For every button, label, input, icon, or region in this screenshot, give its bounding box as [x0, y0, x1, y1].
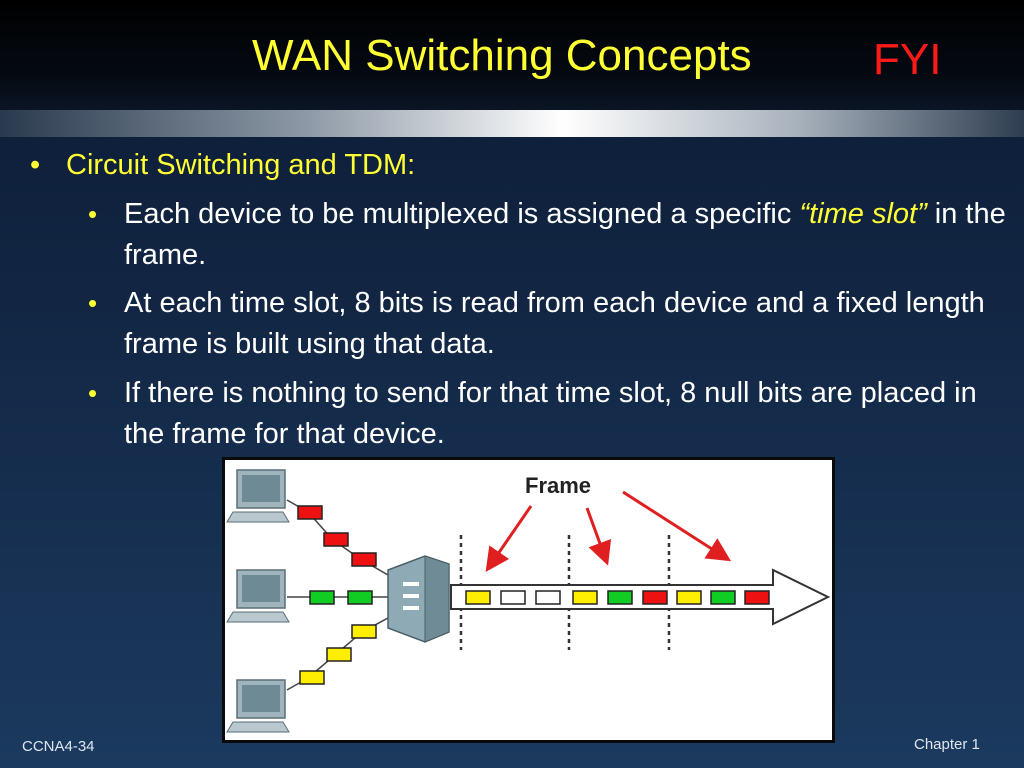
fyi-tag: FYI [873, 35, 942, 84]
slot-yellow [676, 590, 702, 605]
packet-red [297, 505, 323, 520]
packet-green [347, 590, 373, 605]
slot-yellow [465, 590, 491, 605]
sub-bullet-null-bits: • If there is nothing to send for that t… [88, 373, 1006, 455]
tdm-diagram-svg: Frame [226, 469, 831, 733]
sub-bullet-text: If there is nothing to send for that tim… [124, 377, 977, 450]
bullet-circuit-switching: • Circuit Switching and TDM: [30, 147, 415, 183]
bullet-dot: • [88, 199, 98, 229]
slot-green [710, 590, 736, 605]
sub-bullet-text: Each device to be multiplexed is assigne… [124, 198, 1006, 271]
sub-bullet-time-slot: • Each device to be multiplexed is assig… [88, 194, 1006, 276]
slide-title: WAN Switching Concepts [252, 31, 752, 80]
frame-arrow-right [622, 490, 732, 562]
slide-header: WAN Switching Concepts FYI [0, 0, 1024, 110]
multiplexer-icon [387, 555, 450, 643]
slot-yellow [572, 590, 598, 605]
bullet-dot: • [88, 288, 98, 318]
packet-red [351, 552, 377, 567]
bullet-text: Circuit Switching and TDM: [66, 149, 416, 181]
slot-red [642, 590, 668, 605]
slot-red [744, 590, 770, 605]
frame-slots [465, 590, 770, 605]
packet-yellow [299, 670, 325, 685]
frame-arrow-left [485, 505, 533, 572]
header-divider-band [0, 110, 1024, 137]
packet-yellow [351, 624, 377, 639]
arrow-icon [450, 568, 831, 626]
computer-icon [226, 679, 290, 733]
slot-empty [500, 590, 526, 605]
bullet-dot: • [30, 149, 41, 181]
packet-green [309, 590, 335, 605]
sub-bullet-eight-bits: • At each time slot, 8 bits is read from… [88, 283, 1006, 365]
footer-slide-id: CCNA4-34 [22, 738, 95, 755]
slot-empty [535, 590, 561, 605]
packet-yellow [326, 647, 352, 662]
footer-chapter: Chapter 1 [914, 736, 980, 753]
computer-icon [226, 469, 290, 523]
frame-label: Frame [525, 473, 591, 498]
bullet-dot: • [88, 378, 98, 408]
computer-icon [226, 569, 290, 623]
slot-green [607, 590, 633, 605]
frame-arrow-middle [585, 507, 612, 566]
sub-bullet-text: At each time slot, 8 bits is read from e… [124, 287, 985, 360]
tdm-diagram: Frame [222, 457, 835, 743]
time-slot-highlight: “time slot” [799, 198, 927, 230]
packet-red [323, 532, 349, 547]
